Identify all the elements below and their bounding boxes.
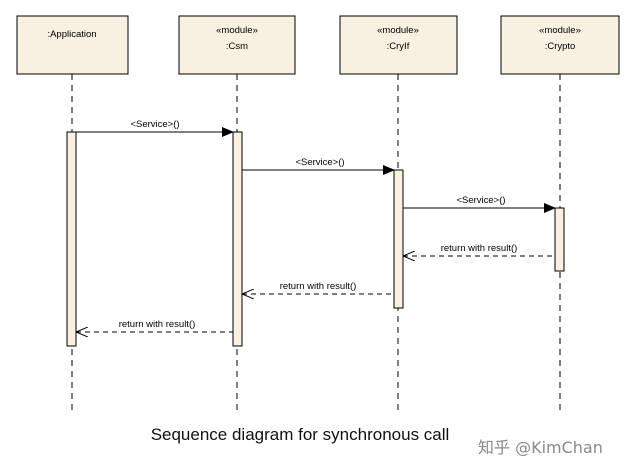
message-label: <Service>() [456, 195, 505, 206]
participant-name: :CryIf [387, 41, 410, 52]
participant-name: :Csm [226, 41, 248, 52]
message-label: return with result() [119, 319, 196, 330]
participant-stereotype: «module» [377, 25, 419, 36]
activation-bar-application [66, 131, 77, 347]
activation-bar-cryif [393, 169, 404, 309]
participant-csm: «module» :Csm [178, 15, 296, 75]
message-label: return with result() [280, 281, 357, 292]
participant-application: :Application [16, 15, 129, 75]
message-label: <Service>() [295, 157, 344, 168]
participant-name: :Crypto [545, 41, 576, 52]
diagram-caption: Sequence diagram for synchronous call [150, 425, 450, 444]
participant-box [500, 15, 620, 75]
activation-bar-csm [232, 131, 243, 347]
participant-crypto: «module» :Crypto [500, 15, 620, 75]
participant-stereotype: «module» [539, 25, 581, 36]
watermark: 知乎 @KimChan [478, 438, 603, 457]
participant-cryif: «module» :CryIf [339, 15, 458, 75]
participant-name: :Application [47, 29, 96, 40]
message-label: <Service>() [130, 119, 179, 130]
participant-box [16, 15, 129, 75]
activation-bar-crypto [554, 207, 565, 272]
participant-stereotype: «module» [216, 25, 258, 36]
message-label: return with result() [441, 243, 518, 254]
participant-box [339, 15, 458, 75]
